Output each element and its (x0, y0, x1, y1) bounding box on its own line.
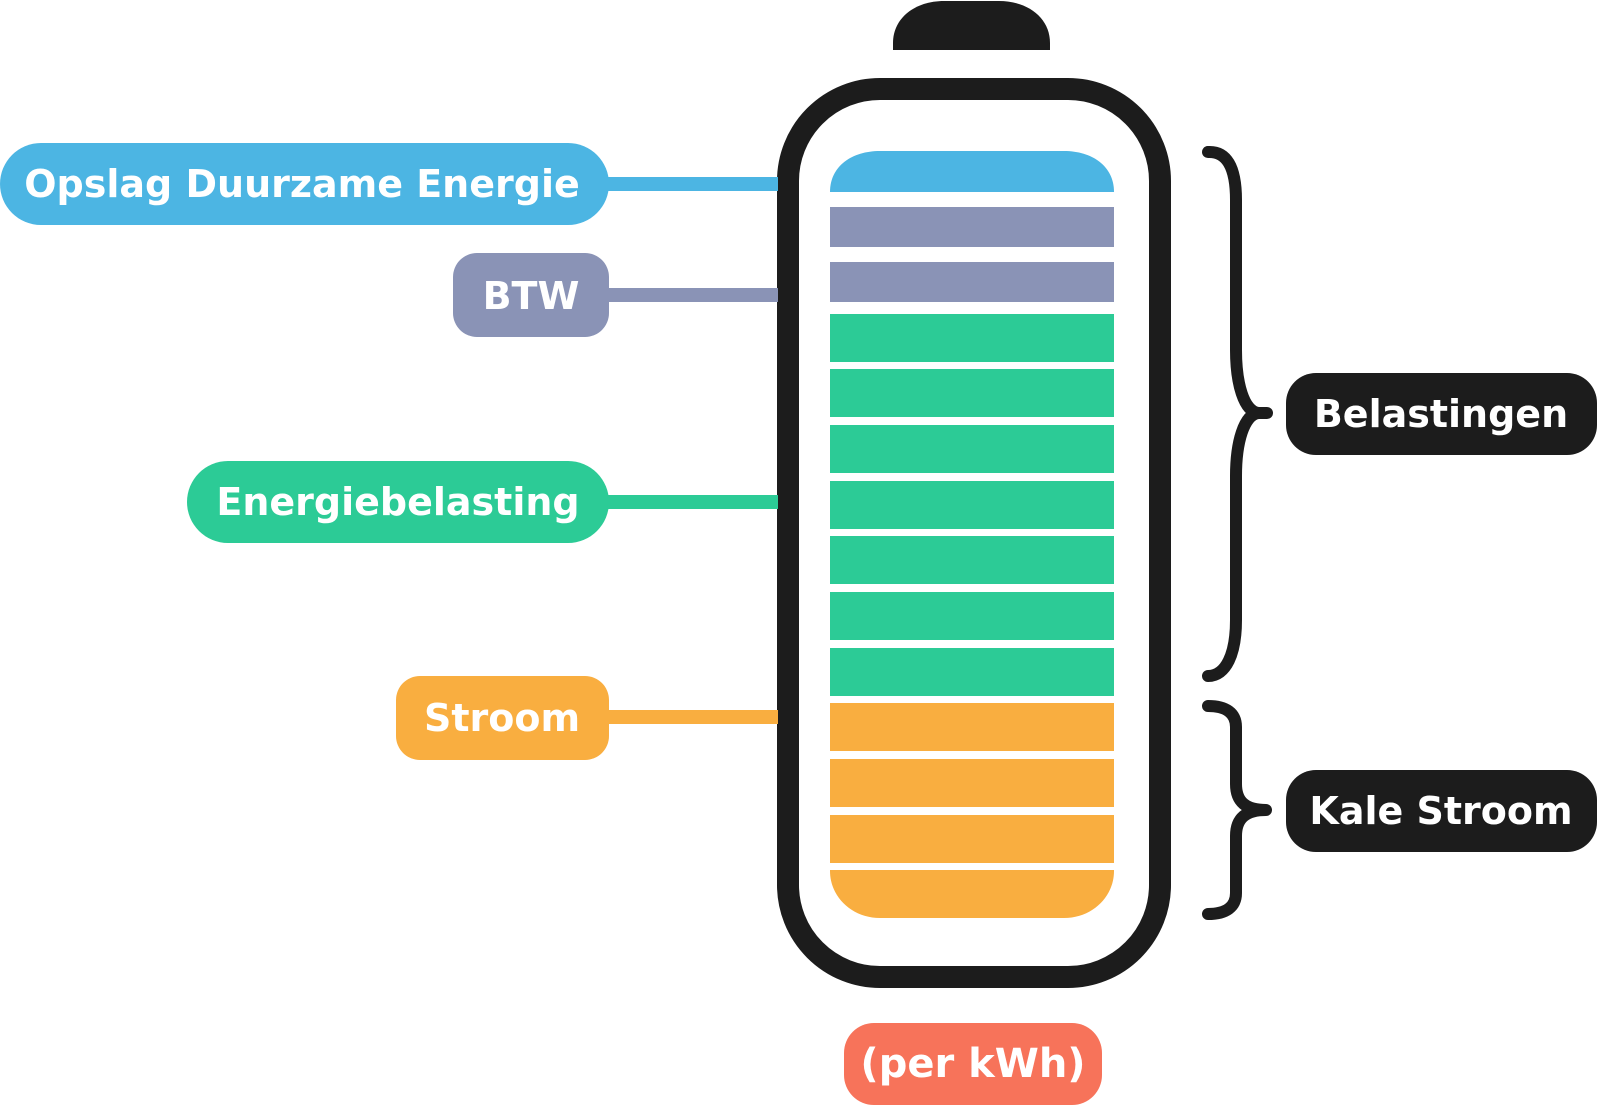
segment-stroom (830, 870, 1114, 918)
legend-label-stroom: Stroom (424, 696, 580, 740)
segment-energiebelasting (830, 648, 1114, 696)
segment-energiebelasting (830, 536, 1114, 584)
segment-stroom (830, 759, 1114, 807)
segment-energiebelasting (830, 592, 1114, 640)
segment-btw (830, 207, 1114, 247)
legend-pill-btw (453, 253, 609, 337)
legend-pill-energiebelasting (187, 461, 609, 543)
group-label-belastingen: Belastingen (1314, 392, 1568, 436)
legend-pill-stroom (396, 676, 609, 760)
legend-pill-opslag (0, 143, 609, 225)
unit-label: (per kWh) (860, 1041, 1085, 1087)
segment-energiebelasting (830, 314, 1114, 362)
brace-kale-stroom (1202, 700, 1272, 920)
group-pill-kale-stroom (1286, 770, 1597, 852)
legend-label-energiebelasting: Energiebelasting (216, 480, 579, 524)
segment-energiebelasting (830, 481, 1114, 529)
group-pill-belastingen (1286, 373, 1597, 455)
connector-energiebelasting (600, 495, 778, 509)
connector-stroom (600, 710, 778, 724)
brace-belastingen (1202, 146, 1273, 682)
legend-label-btw: BTW (483, 274, 580, 318)
battery-outline (777, 78, 1171, 988)
connector-btw (600, 288, 778, 302)
segment-btw (830, 262, 1114, 302)
legend-label-opslag: Opslag Duurzame Energie (24, 162, 580, 206)
group-label-kale-stroom: Kale Stroom (1309, 789, 1572, 833)
battery-segments (830, 151, 1114, 918)
segment-opslag-duurzame-energie (830, 151, 1114, 192)
unit-pill (844, 1023, 1102, 1105)
segment-energiebelasting (830, 369, 1114, 417)
segment-stroom (830, 815, 1114, 863)
segment-energiebelasting (830, 425, 1114, 473)
connector-opslag (600, 177, 778, 191)
battery-terminal (893, 1, 1050, 50)
segment-stroom (830, 703, 1114, 751)
